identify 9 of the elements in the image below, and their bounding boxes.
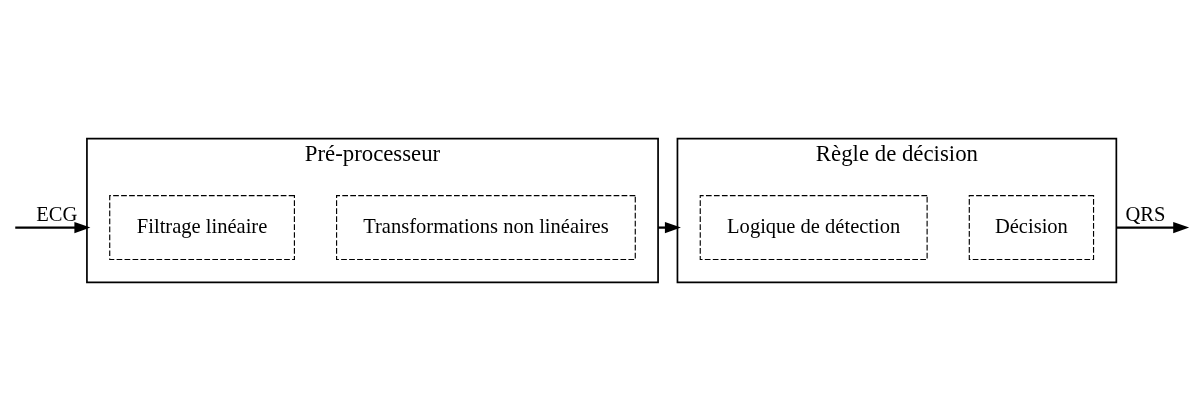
edge-label: QRS — [1125, 202, 1166, 225]
arrow — [15, 221, 91, 233]
edge-label: ECG — [36, 202, 78, 225]
arrow — [1116, 221, 1190, 233]
node-box: Filtrage linéaire — [109, 194, 295, 260]
node-box: Transformations non linéaires — [336, 194, 636, 260]
node-box: Décision — [968, 194, 1095, 260]
arrow — [658, 221, 681, 233]
node-box: Logique de détection — [699, 194, 928, 260]
